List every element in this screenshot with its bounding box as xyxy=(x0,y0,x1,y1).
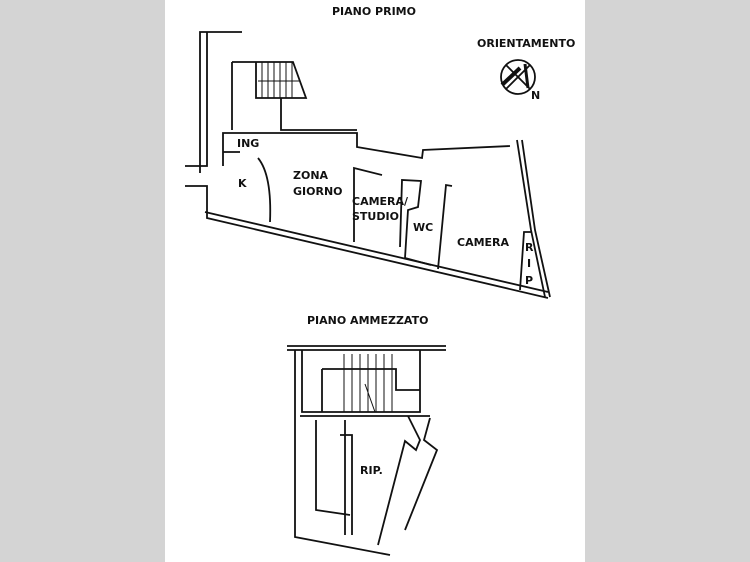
lower-floor-title: PIANO AMMEZZATO xyxy=(307,314,429,327)
orientation-label: ORIENTAMENTO xyxy=(477,37,576,50)
room-label-zona: ZONA xyxy=(293,169,329,182)
room-label-k: K xyxy=(238,177,247,190)
lower-stairs xyxy=(343,354,393,413)
room-label-rip: RIP. xyxy=(360,464,383,477)
room-label-wc: WC xyxy=(413,221,434,234)
upper-floor-title: PIANO PRIMO xyxy=(332,5,416,18)
north-label: N xyxy=(531,89,541,102)
upper-floor-walls xyxy=(185,31,551,299)
upper-stairs xyxy=(258,62,300,98)
room-label-rip-i: I xyxy=(527,257,532,270)
room-label-camera: CAMERA xyxy=(457,236,510,249)
room-label-camera-studio: CAMERA/ xyxy=(352,195,409,208)
lower-floor-walls xyxy=(287,345,446,556)
room-label-rip-r: R xyxy=(525,241,534,254)
compass-rose-icon xyxy=(500,59,536,95)
room-label-studio: STUDIO xyxy=(352,210,399,223)
room-label-giorno: GIORNO xyxy=(293,185,343,198)
room-label-rip-p: P xyxy=(525,274,534,287)
room-label-ing: ING xyxy=(237,137,260,150)
